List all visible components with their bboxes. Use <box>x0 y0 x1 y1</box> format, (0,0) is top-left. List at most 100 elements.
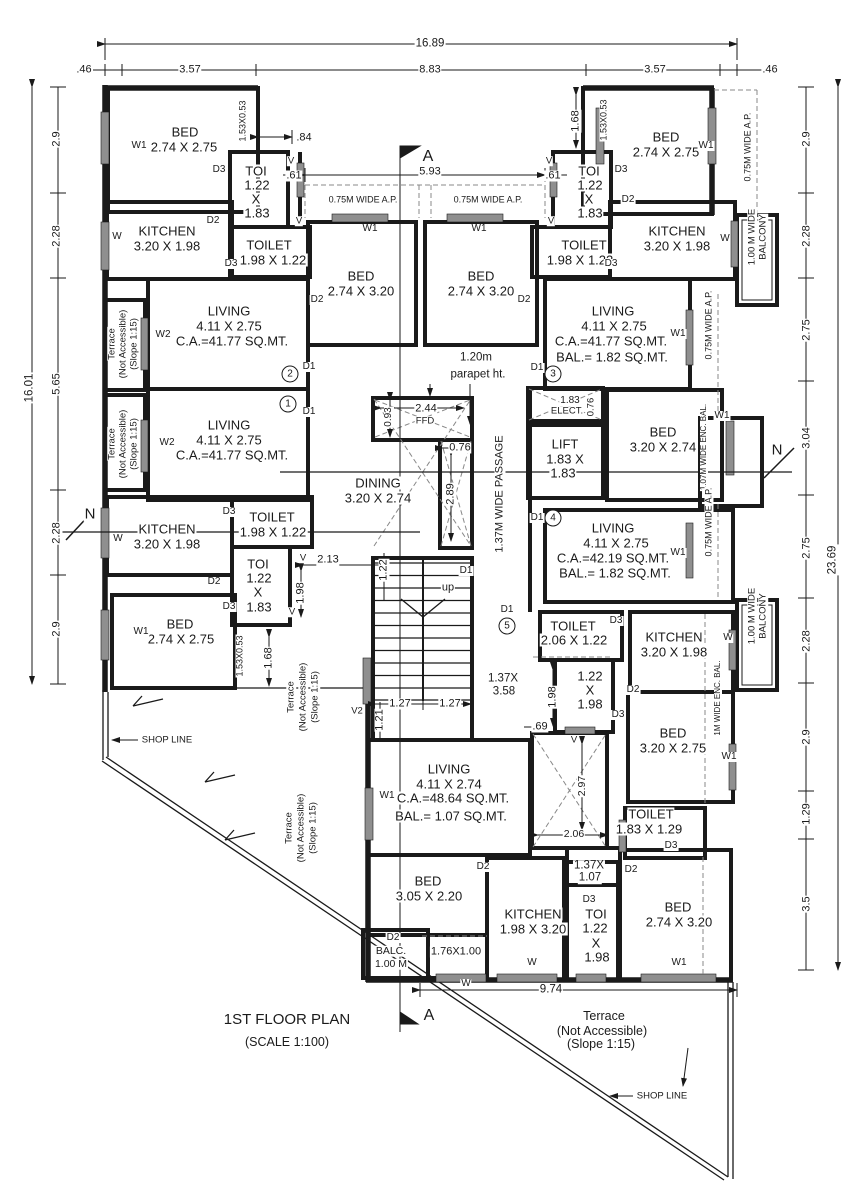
room-size: 4.11 X 2.75 <box>195 318 263 334</box>
annotation: 0.75M WIDE A.P. <box>703 289 714 361</box>
room-label: BED <box>165 616 195 632</box>
annotation: (Slope 1:15) <box>307 801 319 855</box>
room-label: BED <box>658 725 688 741</box>
annotation: SHOP LINE <box>635 1090 689 1102</box>
room-size: 2.06 X 1.22 <box>539 632 609 648</box>
dim-label: .61 <box>544 169 562 182</box>
door-tag: D1 <box>499 604 515 615</box>
room-label: BED <box>346 268 376 284</box>
window-tag: V <box>298 552 308 564</box>
room-size: 1.22 <box>245 570 273 586</box>
room-label: TOILET <box>549 618 597 634</box>
room-label: BED <box>170 124 200 140</box>
dim-label: 2.13 <box>316 553 340 566</box>
window-tag: W1 <box>669 547 687 558</box>
room-label: KITCHEN <box>137 521 197 537</box>
room-area: BAL.= 1.07 SQ.MT. <box>394 808 508 824</box>
page-subtitle: (SCALE 1:100) <box>244 1035 330 1049</box>
room-size: 2.74 X 3.20 <box>446 283 516 299</box>
room-area: BAL.= 1.82 SQ.MT. <box>558 565 672 581</box>
room-size: 4.11 X 2.75 <box>195 432 263 448</box>
section-marker-label: A <box>422 1007 436 1024</box>
room-size: 1.98 X 1.22 <box>238 252 308 268</box>
room-area: C.A.=42.19 SQ.MT. <box>555 550 671 566</box>
window-tag: W <box>722 632 734 643</box>
room-size: 1.07 <box>577 871 603 884</box>
room-size: 1.98 X 3.20 <box>498 921 568 937</box>
window-tag: W1 <box>378 790 396 801</box>
dim-label: 2.44 <box>414 402 438 415</box>
dim-label: 2.97 <box>575 774 588 798</box>
door-tag: D3 <box>608 615 624 626</box>
annotation: Terrace <box>283 811 295 845</box>
room-size: X <box>590 935 602 951</box>
annotation: SHOP LINE <box>140 734 194 746</box>
room-label: BED <box>663 899 693 915</box>
room-size: 1.22 <box>576 668 604 684</box>
annotation: (Slope 1:15) <box>128 417 140 471</box>
door-tag: D1 <box>301 406 317 417</box>
room-label: KITCHEN <box>503 906 563 922</box>
door-tag: D2 <box>516 294 532 305</box>
room-size: 3.20 X 2.75 <box>638 740 708 756</box>
room-size: 1.22 <box>243 177 271 193</box>
dim-label: .46 <box>761 63 779 76</box>
door-tag: D2 <box>205 215 221 226</box>
annotation: Terrace <box>106 327 118 361</box>
door-tag: D2 <box>475 861 491 872</box>
dim-label: 2.9 <box>800 728 813 746</box>
door-tag: D2 <box>620 194 636 205</box>
dim-label: 3.5 <box>800 895 813 913</box>
annotation: (Slope 1:15) <box>565 1036 637 1051</box>
window-tag: W <box>526 957 538 968</box>
door-tag: D3 <box>610 709 626 720</box>
room-label: LIVING <box>426 761 472 777</box>
window-tag: W <box>460 978 472 989</box>
dim-label: 1.22 <box>377 558 390 582</box>
dim-label: 2.9 <box>50 620 63 638</box>
window-tag: W1 <box>670 957 688 968</box>
door-tag: D1 <box>529 512 545 523</box>
room-label: DINING <box>354 475 402 491</box>
room-label: KITCHEN <box>644 629 704 645</box>
room-size: 4.11 X 2.74 <box>415 776 483 792</box>
room-size: 1.98 <box>583 949 611 965</box>
room-label: BED <box>413 873 443 889</box>
room-label: TOI <box>244 163 268 179</box>
door-tag: D2 <box>206 576 222 587</box>
room-size: X <box>584 682 596 698</box>
dim-label: 3.04 <box>800 426 813 450</box>
room-size: 1.00 M <box>373 957 409 970</box>
dim-label: 0.76 <box>448 441 472 454</box>
site-boundary <box>101 687 734 1181</box>
door-tag: D2 <box>309 294 325 305</box>
window-tag: W <box>112 533 124 544</box>
annotation: (Not Accessible) <box>295 792 307 864</box>
annotation: 1.37M WIDE PASSAGE <box>493 434 506 554</box>
annotation: parapet ht. <box>449 368 507 381</box>
room-size: 1.37X <box>572 859 606 872</box>
annotation: Terrace <box>285 680 297 714</box>
dim-label: 1.98 <box>546 685 559 709</box>
room-label: LIVING <box>590 520 636 536</box>
window-tag: V <box>294 215 304 227</box>
dim-label: 1.27 <box>388 697 412 710</box>
dim-label: 1.68 <box>262 646 275 670</box>
room-label: BALC. <box>374 944 408 957</box>
room-size: 1.98 X 1.22 <box>545 252 615 268</box>
room-label: TOILET <box>560 237 608 253</box>
room-size: 1.83 <box>549 465 577 481</box>
stairs <box>373 560 472 701</box>
window-tag: W1 <box>132 626 150 637</box>
door-tag: D3 <box>581 894 597 905</box>
dim-label: 0.76 <box>585 396 597 418</box>
dim-label: 1.98 <box>294 581 307 605</box>
window-tag: V <box>544 155 554 167</box>
flat-number-badge: 3 <box>544 365 562 383</box>
dim-label: 1.27 <box>438 697 462 710</box>
window-size-tag: 1.53X0.53 <box>237 99 248 143</box>
room-label: KITCHEN <box>647 223 707 239</box>
door-tag: D3 <box>603 258 619 269</box>
room-label: LIVING <box>206 303 252 319</box>
room-label: KITCHEN <box>137 223 197 239</box>
